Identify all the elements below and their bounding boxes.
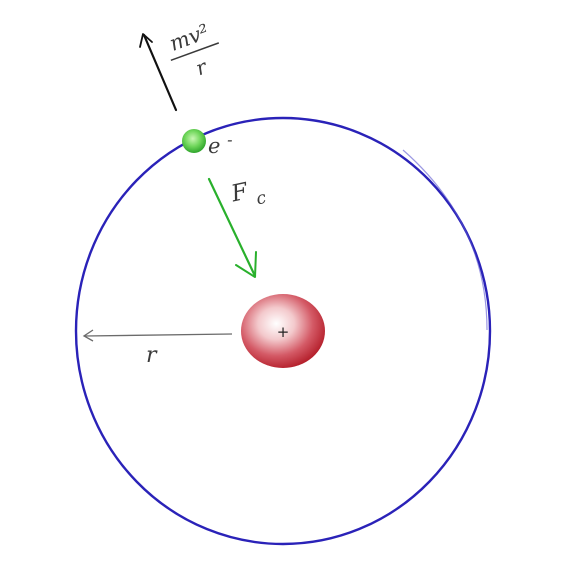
outward-force-denominator: r	[193, 54, 212, 80]
outward-force-numerator: mv²	[166, 20, 212, 56]
outward-force-label: mv² r	[166, 20, 220, 80]
nucleus-charge-label: +	[277, 323, 290, 341]
electron-icon	[182, 129, 206, 153]
radius-label: r	[146, 343, 158, 368]
electron-label: e -	[208, 130, 233, 158]
nucleus-icon	[241, 294, 325, 368]
electron-orbit	[74, 116, 492, 546]
outward-force-arrow	[139, 33, 178, 112]
centripetal-force-arrow	[207, 177, 257, 278]
centripetal-force-label: F c	[228, 175, 268, 214]
centripetal-force-sub: c	[255, 188, 269, 210]
orbit-sketch-overstroke	[402, 149, 488, 331]
centripetal-force-base: F	[228, 178, 251, 207]
electron-label-base: e	[208, 134, 220, 158]
fraction-bar	[170, 42, 220, 62]
radius-arrow	[82, 329, 233, 342]
electron-label-sup: -	[227, 130, 232, 149]
